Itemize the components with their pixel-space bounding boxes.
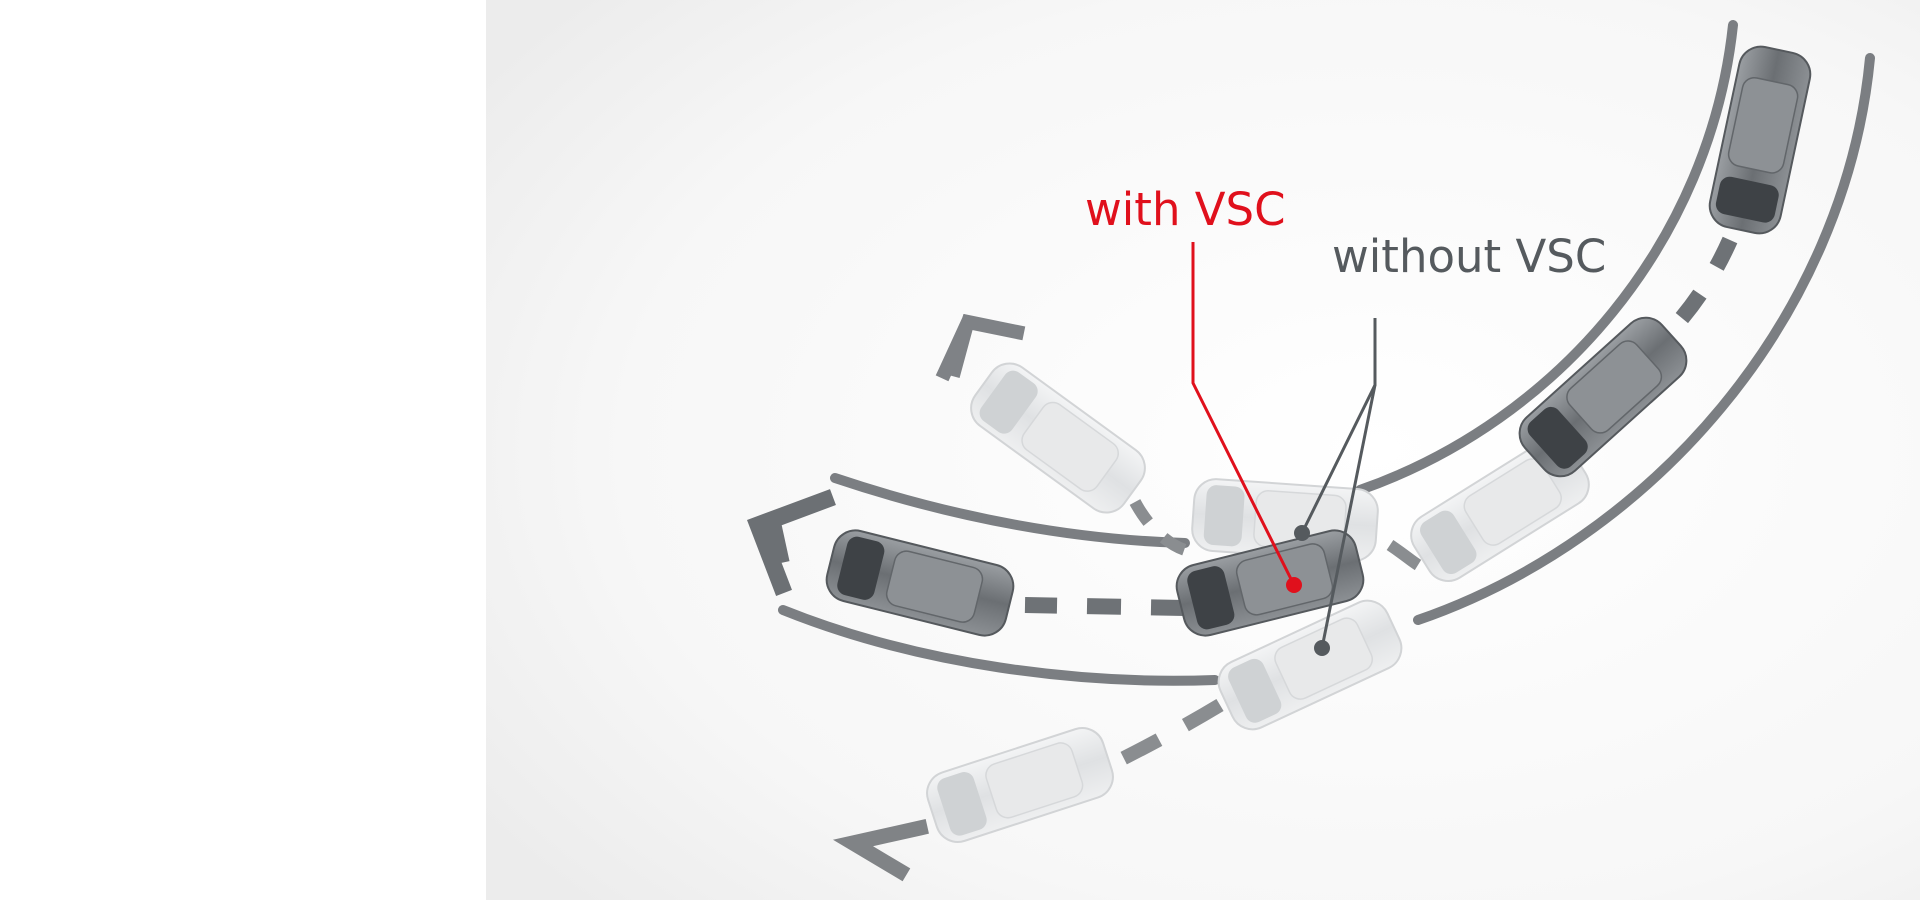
- oversteer-arrow-icon: [935, 314, 1026, 382]
- with-vsc-path: [1024, 597, 1186, 616]
- understeer-path: [1106, 698, 1224, 772]
- with-vsc-label: with VSC: [1085, 183, 1286, 236]
- junction-path: [1386, 540, 1422, 571]
- dark-car-corner-entry: [1518, 316, 1688, 478]
- with-vsc-leader-line: [1191, 242, 1296, 586]
- ghost-car-right: [1410, 438, 1590, 582]
- ghost-car-understeer-end: [926, 727, 1114, 843]
- outer-right-inner-line: [1355, 20, 1738, 495]
- inner-lane-bottom-line: [778, 605, 1220, 686]
- dark-car-with-vsc: [1175, 529, 1365, 637]
- understeer-arrow-icon: [832, 819, 929, 882]
- without-vsc-leader-line-b: [1320, 384, 1377, 649]
- road-lines: [778, 20, 1875, 686]
- spin-path: [1129, 499, 1188, 556]
- without-vsc-marker-a: [1294, 525, 1310, 541]
- inner-lane-top-line: [830, 473, 1190, 548]
- with-vsc-marker: [1286, 577, 1302, 593]
- ghost-car-oversteer: [970, 362, 1146, 514]
- with-vsc-arrow-icon: [746, 489, 836, 596]
- without-vsc-marker-b: [1314, 640, 1330, 656]
- ghost-car-understeer-start: [1217, 599, 1403, 731]
- direction-arrows: [746, 314, 1026, 882]
- outer-right-outer-line: [1413, 53, 1875, 625]
- dark-car-approach: [1708, 45, 1812, 235]
- dark-car-exit: [825, 529, 1015, 637]
- without-vsc-label: without VSC: [1332, 230, 1606, 283]
- callouts: [1191, 242, 1377, 656]
- cars: [825, 45, 1812, 843]
